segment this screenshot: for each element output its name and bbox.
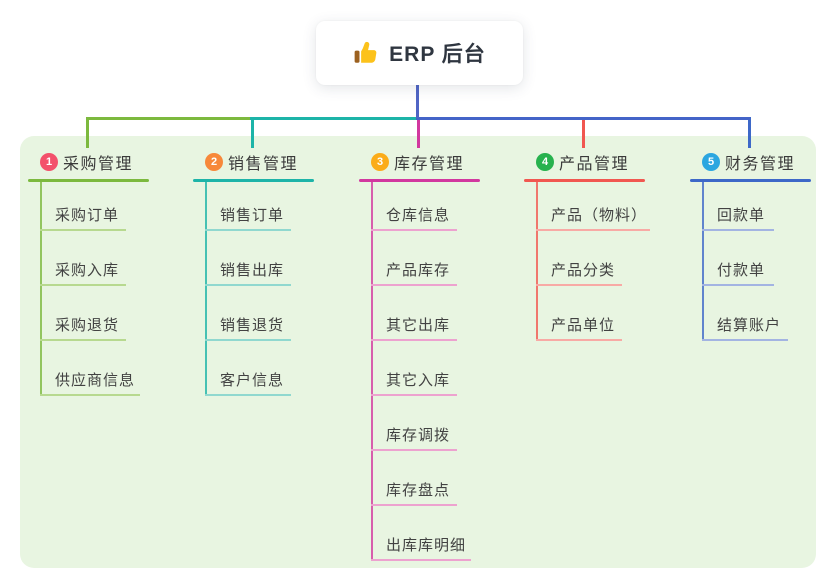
branch-number-badge: 1: [40, 153, 58, 171]
root-connector-line: [416, 85, 419, 118]
child-connector-line: [371, 284, 457, 286]
branch-title-row: 4 产品管理: [536, 150, 629, 174]
child-node[interactable]: 库存盘点: [386, 482, 451, 499]
child-node[interactable]: 采购退货: [55, 317, 120, 334]
branch-underline: [28, 179, 149, 182]
child-connector-line: [205, 339, 291, 341]
child-node[interactable]: 回款单: [717, 207, 766, 224]
branch-title[interactable]: 销售管理: [228, 156, 299, 173]
branch-title-row: 2 销售管理: [205, 150, 298, 174]
child-connector-line: [205, 229, 291, 231]
branch-spine-line: [205, 181, 207, 396]
child-connector-line: [205, 394, 291, 396]
child-connector-line: [536, 229, 650, 231]
branch-title-row: 5 财务管理: [702, 150, 795, 174]
branch-connector-drop: [86, 117, 89, 148]
branch-title[interactable]: 产品管理: [559, 156, 630, 173]
child-connector-line: [371, 559, 471, 561]
branch-connector-drop: [748, 117, 751, 148]
child-connector-line: [536, 339, 622, 341]
branch-title[interactable]: 财务管理: [725, 156, 796, 173]
branch-title-row: 3 库存管理: [371, 150, 464, 174]
child-connector-line: [536, 284, 622, 286]
thumbs-up-icon: [354, 41, 377, 63]
branch-underline: [193, 179, 314, 182]
branch-spine-line: [40, 181, 42, 396]
child-node[interactable]: 产品（物料）: [551, 207, 648, 224]
child-connector-line: [371, 394, 457, 396]
child-connector-line: [371, 449, 457, 451]
branch-title[interactable]: 采购管理: [63, 156, 134, 173]
child-node[interactable]: 产品库存: [386, 262, 451, 279]
child-node[interactable]: 产品单位: [551, 317, 616, 334]
bus-line-right: [416, 117, 750, 120]
bus-line-mid: [250, 117, 419, 120]
child-node[interactable]: 产品分类: [551, 262, 616, 279]
child-connector-line: [40, 284, 126, 286]
branch-underline: [359, 179, 480, 182]
branch-underline: [690, 179, 811, 182]
branch-spine-line: [536, 181, 538, 341]
mindmap-panel: [20, 136, 816, 568]
branch-number-badge: 3: [371, 153, 389, 171]
branch-connector-drop: [417, 117, 420, 148]
child-node[interactable]: 其它入库: [386, 372, 451, 389]
child-connector-line: [702, 284, 774, 286]
branch-connector-drop: [251, 117, 254, 148]
child-connector-line: [371, 504, 457, 506]
child-node[interactable]: 销售出库: [220, 262, 285, 279]
root-node[interactable]: ERP 后台: [316, 21, 523, 85]
child-node[interactable]: 客户信息: [220, 372, 285, 389]
child-node[interactable]: 销售退货: [220, 317, 285, 334]
child-connector-line: [40, 394, 140, 396]
child-connector-line: [40, 229, 126, 231]
child-node[interactable]: 其它出库: [386, 317, 451, 334]
child-node[interactable]: 销售订单: [220, 207, 285, 224]
branch-spine-line: [371, 181, 373, 561]
child-node[interactable]: 采购入库: [55, 262, 120, 279]
child-connector-line: [702, 339, 788, 341]
child-node[interactable]: 付款单: [717, 262, 766, 279]
branch-underline: [524, 179, 645, 182]
child-connector-line: [40, 339, 126, 341]
branch-number-badge: 4: [536, 153, 554, 171]
child-connector-line: [371, 339, 457, 341]
child-connector-line: [205, 284, 291, 286]
child-connector-line: [371, 229, 457, 231]
child-node[interactable]: 采购订单: [55, 207, 120, 224]
branch-connector-drop: [582, 117, 585, 148]
bus-line-left: [86, 117, 252, 120]
branch-title[interactable]: 库存管理: [394, 156, 465, 173]
child-node[interactable]: 结算账户: [717, 317, 782, 334]
child-node[interactable]: 供应商信息: [55, 372, 136, 389]
branch-title-row: 1 采购管理: [40, 150, 133, 174]
child-node[interactable]: 仓库信息: [386, 207, 451, 224]
child-node[interactable]: 出库库明细: [386, 537, 467, 554]
branch-number-badge: 2: [205, 153, 223, 171]
child-node[interactable]: 库存调拨: [386, 427, 451, 444]
branch-spine-line: [702, 181, 704, 341]
root-title: ERP 后台: [389, 43, 486, 66]
child-connector-line: [702, 229, 774, 231]
branch-number-badge: 5: [702, 153, 720, 171]
